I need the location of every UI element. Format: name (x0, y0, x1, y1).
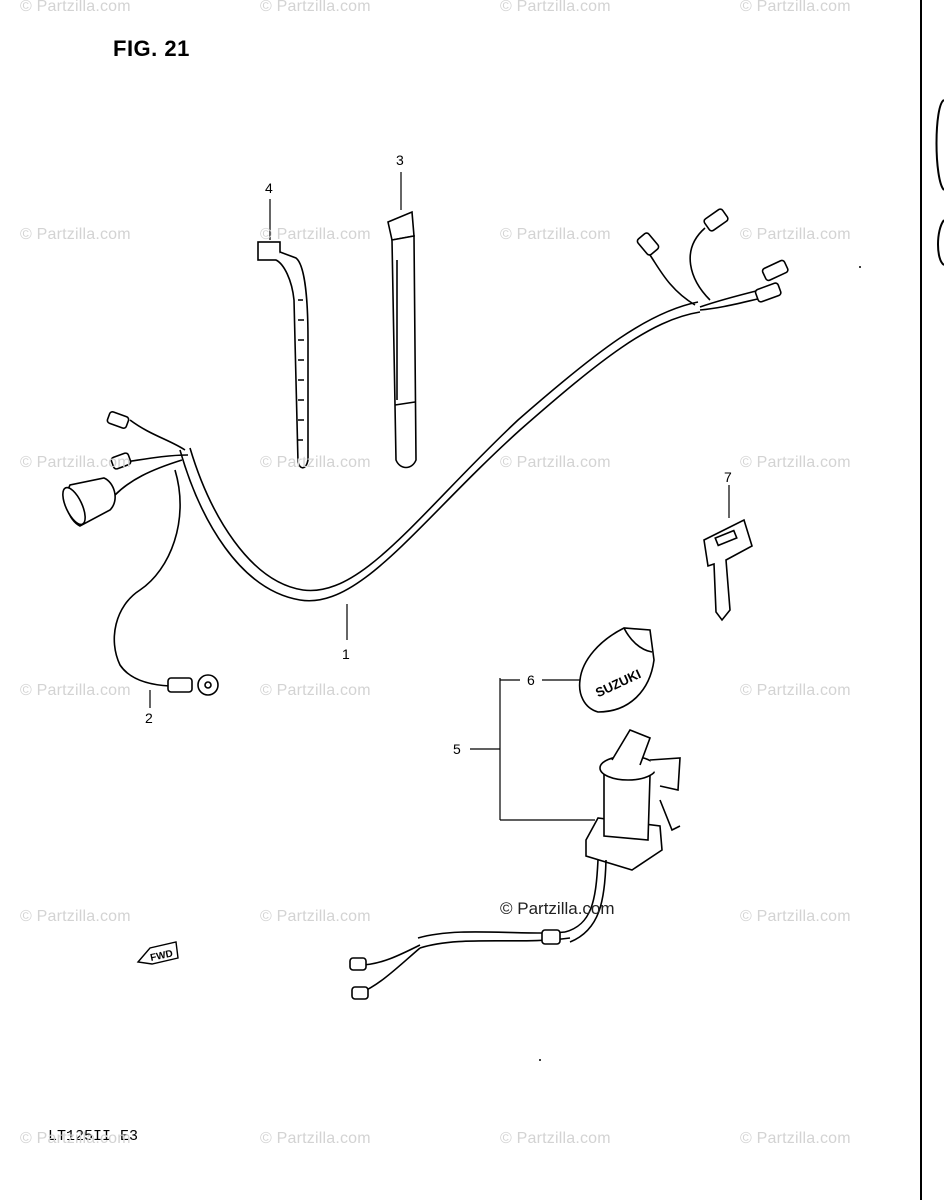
center-watermark: © Partzilla.com (500, 899, 615, 918)
watermark: © Partzilla.com (20, 1130, 131, 1147)
part-5-bracket (470, 678, 595, 821)
watermark: © Partzilla.com (500, 226, 611, 243)
watermark: © Partzilla.com (740, 454, 851, 471)
callout-2: 2 (145, 710, 153, 726)
callout-6: 6 (527, 672, 535, 688)
watermark: © Partzilla.com (740, 682, 851, 699)
callout-3: 3 (396, 152, 404, 168)
watermark: © Partzilla.com (260, 908, 371, 925)
watermark: © Partzilla.com (740, 0, 851, 15)
watermark: © Partzilla.com (20, 682, 131, 699)
fwd-label: FWD (149, 948, 174, 963)
watermark: © Partzilla.com (20, 226, 131, 243)
part-4-tie-wrap[interactable] (257, 241, 309, 469)
watermark: © Partzilla.com (20, 908, 131, 925)
watermark: © Partzilla.com (740, 1130, 851, 1147)
callout-1: 1 (342, 646, 350, 662)
part-1-wiring-harness[interactable] (58, 208, 789, 687)
part-6-ignition-cap[interactable] (578, 627, 655, 713)
watermark: © Partzilla.com (260, 682, 371, 699)
adjacent-page-edge (920, 0, 944, 1200)
watermark: © Partzilla.com (260, 0, 371, 15)
watermark: © Partzilla.com (260, 454, 371, 471)
watermark: © Partzilla.com (740, 226, 851, 243)
watermark: © Partzilla.com (20, 454, 131, 471)
figure-title: FIG. 21 (113, 36, 190, 61)
part-3-clamp-band[interactable] (387, 210, 417, 469)
callout-7: 7 (724, 469, 732, 485)
part-2-ground-wire[interactable] (167, 674, 219, 696)
model-code: LT125II E3 (48, 1128, 139, 1145)
watermark: © Partzilla.com (260, 1130, 371, 1147)
fwd-arrow-icon (136, 941, 179, 965)
watermark: © Partzilla.com (260, 226, 371, 243)
callout-5: 5 (453, 741, 461, 757)
watermark: © Partzilla.com (20, 0, 131, 15)
watermark: © Partzilla.com (500, 0, 611, 15)
part-5-ignition-switch[interactable] (349, 729, 681, 1000)
watermark: © Partzilla.com (500, 1130, 611, 1147)
watermark: © Partzilla.com (500, 454, 611, 471)
callout-4: 4 (265, 180, 273, 196)
watermark: © Partzilla.com (740, 908, 851, 925)
part-7-key[interactable] (703, 518, 753, 622)
